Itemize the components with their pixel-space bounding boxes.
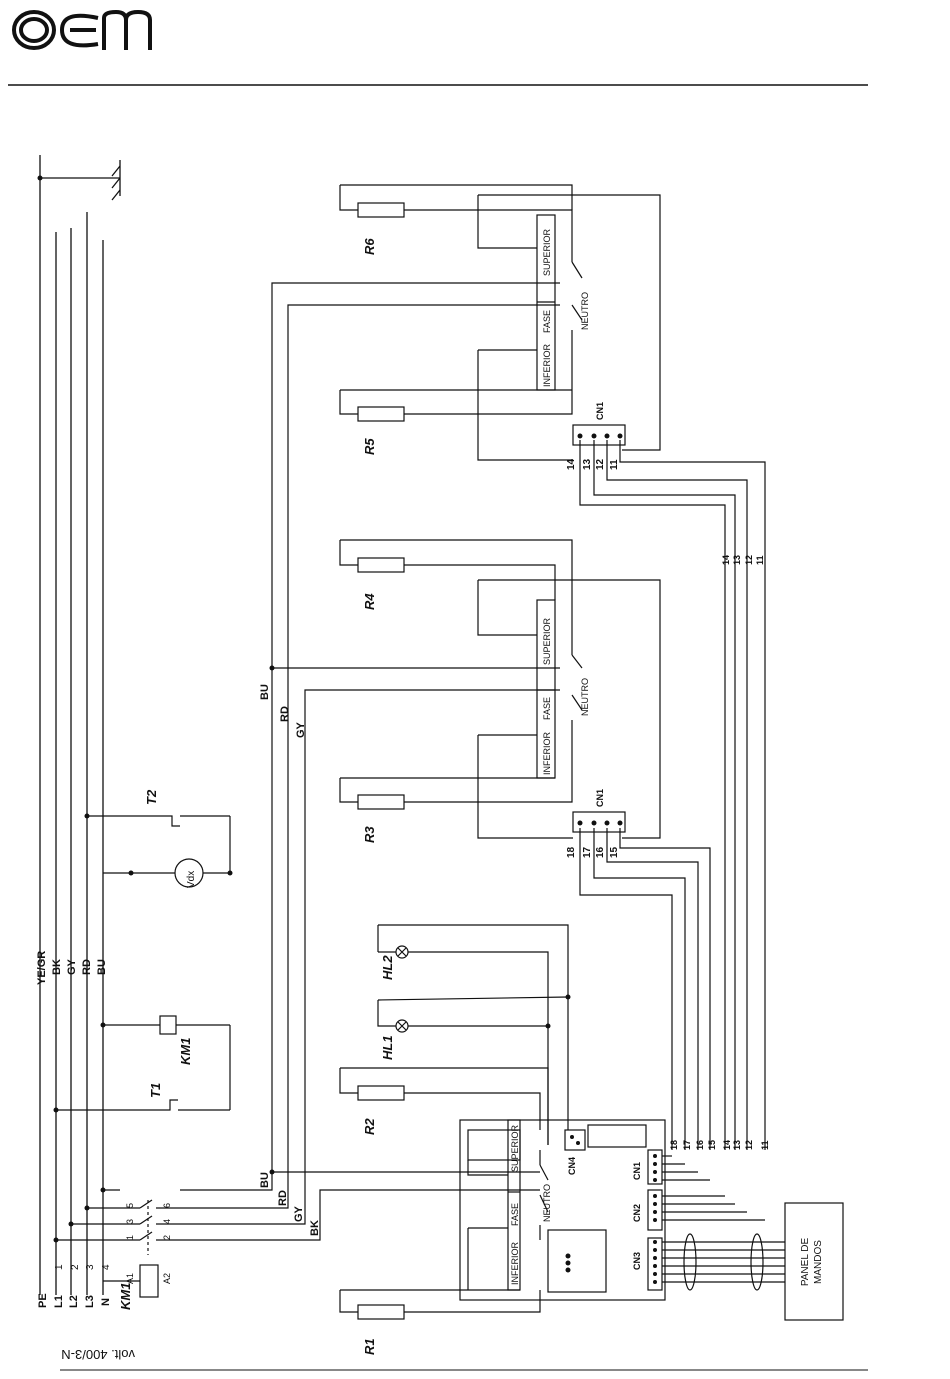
vdx-label: Vdx [186,871,197,888]
km1-coil-a1: A1 [125,1273,135,1284]
cn1-mid-pin-16: 16 [595,846,606,858]
main-board [339,1067,844,1321]
switch-bottom-neutro: NEUTRO [542,1184,552,1222]
switch-mid-fase: FASE [542,697,552,720]
switch-top-fase: FASE [542,310,552,333]
board-pin-11: 11 [760,1140,770,1150]
wire-gy-top: GY [295,721,307,738]
cn4-label: CN4 [567,1157,577,1175]
cn1-top-label: CN1 [595,402,605,420]
cn2-board-label: CN2 [632,1204,642,1222]
supply-wires [180,282,560,1241]
km1-coil-label: KM1 [178,1038,193,1065]
board-pin-13: 13 [732,1140,742,1150]
km1-contactor [56,1189,180,1298]
supply-bus [39,155,121,1295]
phase-label-l3: L3 [84,1295,96,1308]
control-circuit [56,815,231,1111]
wire-label-yegr: YE/GR [36,951,48,985]
t1-label: T1 [148,1083,163,1098]
phase-label-l2: L2 [68,1295,80,1308]
oem-logo: oem [12,9,152,50]
km1-contact-4: 4 [162,1219,172,1224]
r2-label: R2 [362,1118,377,1135]
terminal-1: 1 [54,1264,65,1270]
cn1-mid-pin-18: 18 [566,846,577,858]
km1-contact-5: 5 [125,1203,135,1208]
board-pin-15: 15 [707,1140,717,1150]
bus-wire-14: 14 [721,555,731,565]
km1-label: KM1 [118,1283,133,1310]
wire-rd-bottom: RD [277,1190,289,1206]
board-pin-14: 14 [722,1140,732,1150]
bus-wire-12: 12 [744,555,754,565]
wire-bu-top: BU [259,684,271,700]
switch-mid-inferior: INFERIOR [542,731,552,775]
switch-group-top [339,184,661,461]
wire-label-gy: GY [66,958,78,975]
wire-gy-bottom: GY [293,1205,305,1222]
board-bus-drops [662,1155,765,1221]
r5-label: R5 [362,438,377,455]
panel-label-line1: PANEL DE [800,1238,811,1287]
cn1-mid-pin-15: 15 [609,846,620,858]
r3-label: R3 [362,826,377,843]
terminal-2: 2 [70,1264,81,1270]
km1-contact-3: 3 [125,1219,135,1224]
wire-label-bk: BK [51,959,63,975]
cn-bus-wires [579,440,766,1150]
switch-top-neutro: NEUTRO [580,292,590,330]
wire-label-rd: RD [81,959,93,975]
cn1-top-pin-14: 14 [566,458,577,470]
switch-mid-superior: SUPERIOR [542,617,552,665]
bus-wire-11: 11 [755,555,765,565]
hl1-label: HL1 [380,1035,395,1060]
voltage-label: volt. 400/3-N [61,1347,135,1362]
cn3-board-label: CN3 [632,1252,642,1270]
r6-label: R6 [362,238,377,255]
panel-label-line2: MANDOS [813,1240,824,1284]
wire-bu-bottom: BU [259,1172,271,1188]
cn1-top-pin-11: 11 [609,459,620,470]
switch-top-superior: SUPERIOR [542,228,552,276]
switch-mid-neutro: NEUTRO [580,678,590,716]
switch-bottom-fase: FASE [510,1203,520,1226]
km1-contact-2: 2 [162,1235,172,1240]
switch-group-middle [339,539,661,839]
km1-coil-a2: A2 [162,1273,172,1284]
phase-label-l1: L1 [53,1295,65,1308]
wire-rd-top: RD [279,706,291,722]
wire-bk-bottom: BK [309,1220,321,1236]
terminal-3: 3 [85,1264,96,1270]
cn1-mid-pin-17: 17 [582,846,593,858]
switch-bottom-inferior: INFERIOR [510,1241,520,1285]
km1-contact-1: 1 [125,1235,135,1240]
board-pin-18: 18 [669,1140,679,1150]
phase-label-n: N [100,1298,112,1306]
switch-bottom-superior: SUPERIOR [510,1124,520,1172]
cn1-board-label: CN1 [632,1162,642,1180]
r4-label: R4 [362,593,377,610]
switch-top-inferior: INFERIOR [542,343,552,387]
t2-label: T2 [144,789,159,805]
phase-label-pe: PE [37,1293,49,1308]
bus-wire-13: 13 [732,555,742,565]
board-pin-16: 16 [695,1140,705,1150]
cn1-top-pin-13: 13 [582,458,593,470]
board-pin-12: 12 [744,1140,754,1150]
wire-label-bu: BU [96,959,108,975]
terminal-4: 4 [101,1264,112,1270]
cn1-mid-label: CN1 [595,789,605,807]
hl2-label: HL2 [380,955,395,980]
km1-contact-6: 6 [162,1203,172,1208]
r1-label: R1 [362,1338,377,1355]
board-pin-17: 17 [682,1140,692,1150]
cn1-top-pin-12: 12 [595,458,606,470]
